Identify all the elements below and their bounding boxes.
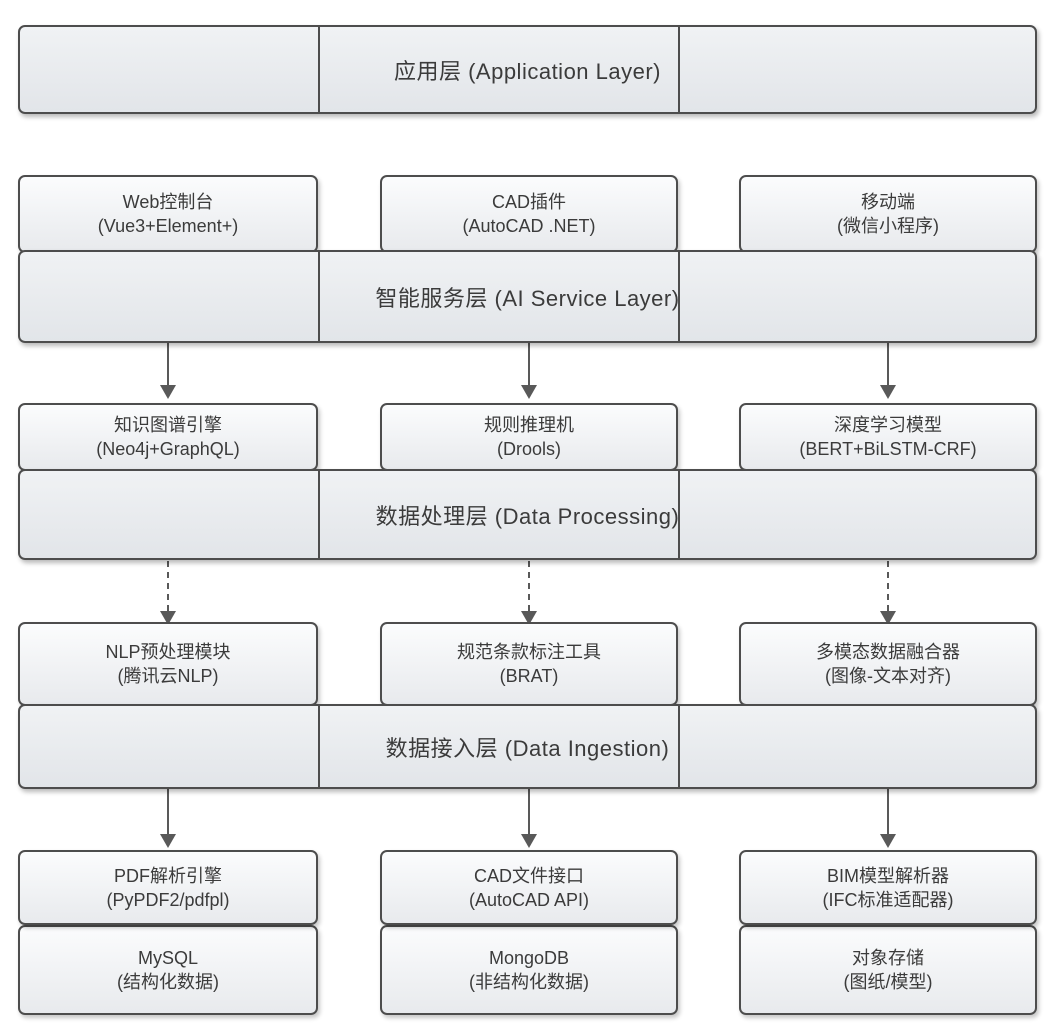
component-name: 移动端 <box>861 192 915 212</box>
component-tech: (Drools) <box>496 439 561 459</box>
layer-title: 数据处理层 (Data Processing) <box>375 503 680 529</box>
component-box-nlp-preprocess: NLP预处理模块 (腾讯云NLP) <box>18 622 318 706</box>
component-tech: (腾讯云NLP) <box>117 666 219 686</box>
component-tech: (AutoCAD API) <box>468 889 590 910</box>
component-box-deep-learning: 深度学习模型 (BERT+BiLSTM-CRF) <box>739 403 1037 471</box>
layer-title: 应用层 (Application Layer) <box>393 58 662 84</box>
arrow-shaft <box>887 343 889 385</box>
storage-box-mysql: MySQL (结构化数据) <box>18 925 318 1015</box>
arrow-head-icon <box>160 611 176 625</box>
arrow-head-icon <box>880 385 896 399</box>
component-box-mobile: 移动端 (微信小程序) <box>739 175 1037 253</box>
arrow-shaft <box>887 789 889 834</box>
layer-bar-ai-service: 智能服务层 (AI Service Layer) <box>18 250 1037 343</box>
component-name: Web控制台 <box>122 192 214 212</box>
component-box-multimodal-fusion: 多模态数据融合器 (图像-文本对齐) <box>739 622 1037 706</box>
arrow-down-icon <box>880 789 896 848</box>
bar-divider <box>318 27 320 112</box>
arrow-down-icon <box>880 343 896 399</box>
component-name: 规范条款标注工具 <box>457 642 601 662</box>
arrow-head-icon <box>160 385 176 399</box>
component-box-cad-plugin: CAD插件 (AutoCAD .NET) <box>380 175 678 253</box>
component-box-cad-file-api: CAD文件接口 (AutoCAD API) <box>380 850 678 925</box>
component-name: CAD文件接口 <box>473 865 584 886</box>
arrow-down-dashed-icon <box>160 561 176 625</box>
arrow-down-dashed-icon <box>521 561 537 625</box>
arrow-shaft <box>528 343 530 385</box>
component-box-knowledge-graph: 知识图谱引擎 (Neo4j+GraphQL) <box>18 403 318 471</box>
layer-title: 数据接入层 (Data Ingestion) <box>385 735 670 761</box>
component-tech: (IFC标准适配器) <box>822 889 954 910</box>
storage-box-mongodb: MongoDB (非结构化数据) <box>380 925 678 1015</box>
component-tech: (图像-文本对齐) <box>825 666 951 686</box>
layer-bar-data-processing: 数据处理层 (Data Processing) <box>18 469 1037 560</box>
bar-divider <box>678 706 680 787</box>
component-box-rule-engine: 规则推理机 (Drools) <box>380 403 678 471</box>
component-name: PDF解析引擎 <box>114 865 222 886</box>
arrow-shaft <box>528 789 530 834</box>
arrow-shaft <box>167 789 169 834</box>
component-name: BIM模型解析器 <box>826 865 949 886</box>
arrow-head-icon <box>880 834 896 848</box>
component-name: 多模态数据融合器 <box>816 642 960 662</box>
component-name: 知识图谱引擎 <box>114 415 222 435</box>
bar-divider <box>318 706 320 787</box>
storage-name: 对象存储 <box>852 948 924 968</box>
layer-title: 智能服务层 (AI Service Layer) <box>375 285 680 311</box>
component-name: NLP预处理模块 <box>105 642 231 662</box>
arrow-head-icon <box>521 385 537 399</box>
storage-tech: (图纸/模型) <box>843 972 933 992</box>
layer-bar-data-ingestion: 数据接入层 (Data Ingestion) <box>18 704 1037 789</box>
component-name: 深度学习模型 <box>834 415 942 435</box>
arrow-head-icon <box>521 834 537 848</box>
bar-divider <box>318 252 320 341</box>
component-tech: (Neo4j+GraphQL) <box>96 439 240 459</box>
bar-divider <box>318 471 320 558</box>
component-box-web-console: Web控制台 (Vue3+Element+) <box>18 175 318 253</box>
storage-name: MongoDB <box>488 948 570 968</box>
layer-bar-application: 应用层 (Application Layer) <box>18 25 1037 114</box>
component-tech: (AutoCAD .NET) <box>462 216 596 236</box>
arrow-head-icon <box>880 611 896 625</box>
component-tech: (BRAT) <box>499 666 559 686</box>
component-box-bim-parser: BIM模型解析器 (IFC标准适配器) <box>739 850 1037 925</box>
component-name: CAD插件 <box>491 192 566 212</box>
component-tech: (微信小程序) <box>837 216 939 236</box>
component-name: 规则推理机 <box>484 415 574 435</box>
storage-name: MySQL <box>137 948 198 968</box>
component-box-pdf-parser: PDF解析引擎 (PyPDF2/pdfpl) <box>18 850 318 925</box>
arrow-shaft <box>528 561 530 611</box>
arrow-down-icon <box>160 789 176 848</box>
arrow-down-dashed-icon <box>880 561 896 625</box>
arrow-head-icon <box>521 611 537 625</box>
component-tech: (PyPDF2/pdfpl) <box>106 889 230 910</box>
arrow-down-icon <box>521 789 537 848</box>
arrow-down-icon <box>521 343 537 399</box>
bar-divider <box>678 471 680 558</box>
storage-box-object-storage: 对象存储 (图纸/模型) <box>739 925 1037 1015</box>
arrow-head-icon <box>160 834 176 848</box>
arrow-shaft <box>167 343 169 385</box>
component-tech: (Vue3+Element+) <box>97 216 239 236</box>
arrow-down-icon <box>160 343 176 399</box>
component-box-annotation-tool: 规范条款标注工具 (BRAT) <box>380 622 678 706</box>
storage-tech: (非结构化数据) <box>469 972 589 992</box>
arrow-shaft <box>887 561 889 611</box>
bar-divider <box>678 27 680 112</box>
bar-divider <box>678 252 680 341</box>
storage-tech: (结构化数据) <box>117 972 219 992</box>
component-tech: (BERT+BiLSTM-CRF) <box>799 439 977 459</box>
arrow-shaft <box>167 561 169 611</box>
